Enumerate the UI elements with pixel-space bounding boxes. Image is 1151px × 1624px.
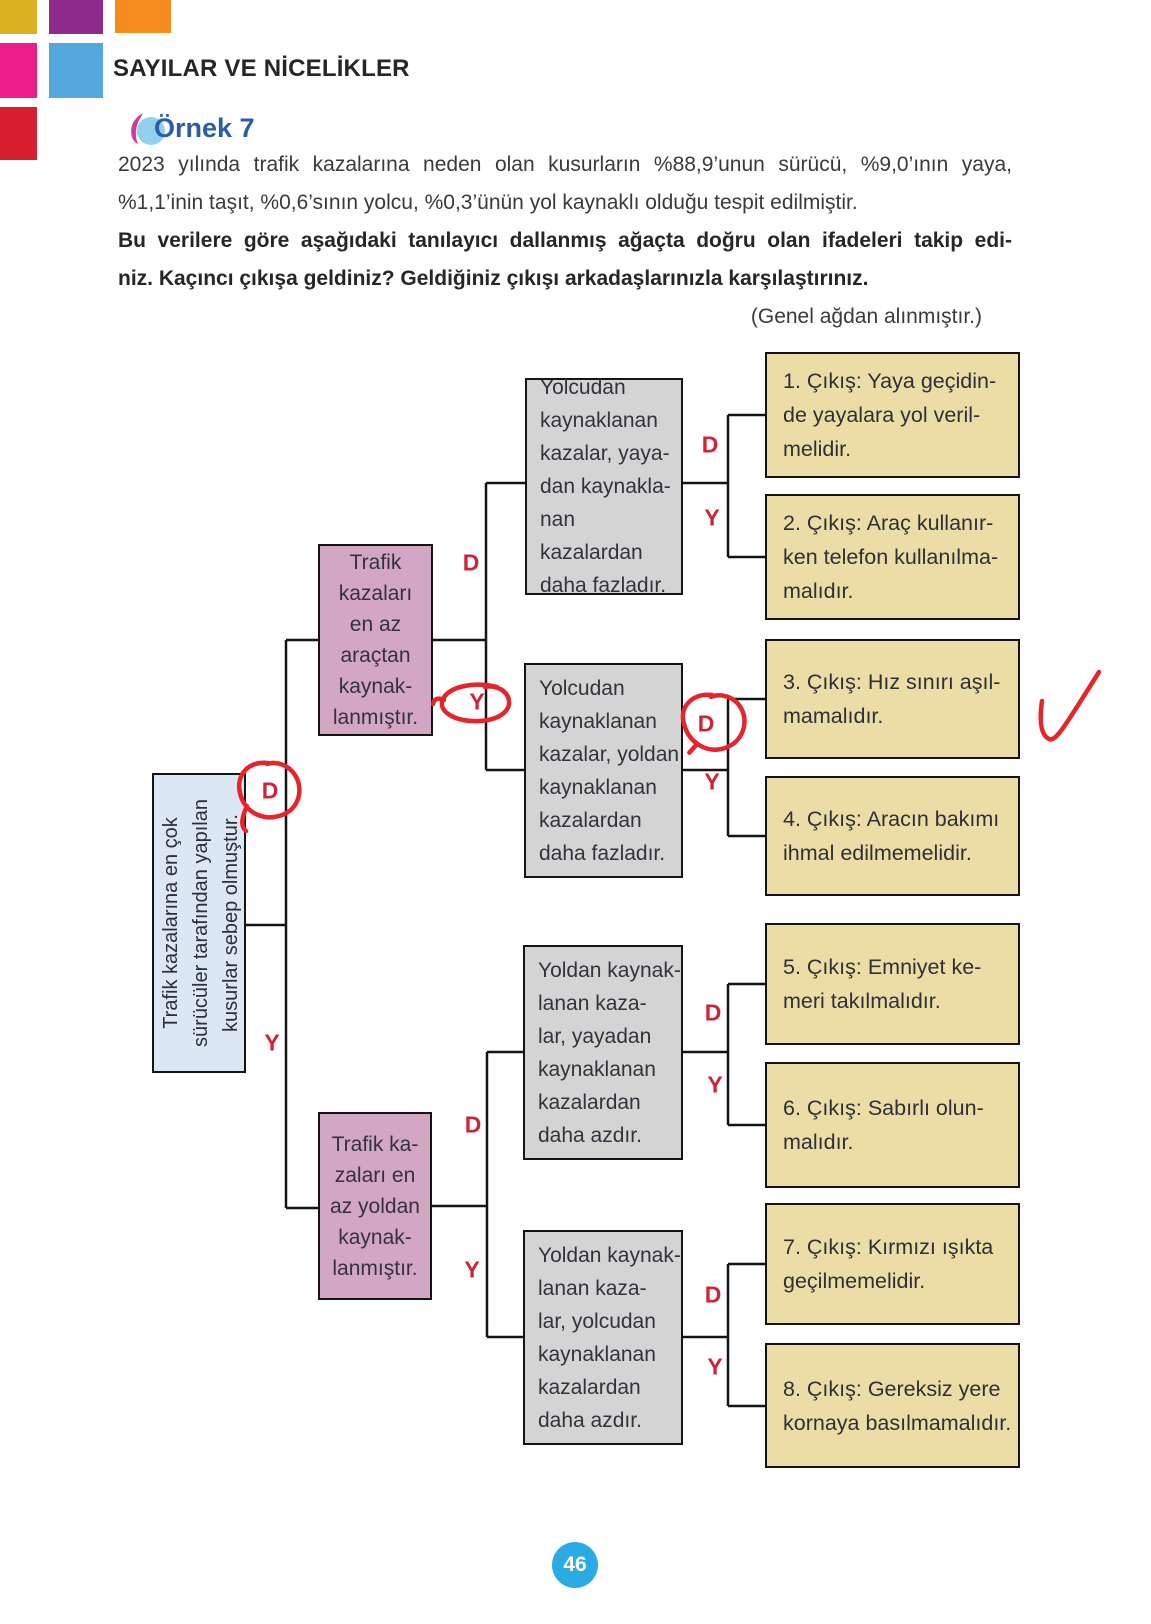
- section-title: SAYILAR VE NİCELİKLER: [113, 55, 410, 82]
- output-box-4-text: 4. Çıkış: Aracın bakımı ihmal edilmemeli…: [783, 807, 1000, 865]
- node-question-2-text: Yolcudan kaynaklanan kazalar, yoldan kay…: [539, 676, 680, 865]
- branch-label-d-question1: D: [701, 431, 719, 458]
- node-root-text: Trafik kazalarına en çok sürücüler taraf…: [160, 799, 242, 1047]
- output-box-2-text: 2. Çıkış: Araç kullanır- ken telefon kul…: [783, 511, 999, 603]
- example-label: Örnek 7: [154, 113, 255, 143]
- page-number-badge: 46: [552, 1542, 598, 1588]
- annotation-checkmark: [1038, 669, 1102, 742]
- branch-label-y-top: Y: [469, 688, 485, 715]
- output-box-4: 4. Çıkış: Aracın bakımı ihmal edilmemeli…: [765, 776, 1020, 896]
- example-heading: Örnek 7: [128, 109, 428, 149]
- branch-label-d-top: D: [462, 549, 480, 576]
- output-box-3: 3. Çıkış: Hız sınırı aşıl- mamalıdır.: [765, 639, 1020, 759]
- output-box-6: 6. Çıkış: Sabırlı olun- malıdır.: [765, 1062, 1020, 1188]
- branch-label-y-question1: Y: [704, 504, 720, 531]
- branch-label-d-question2: D: [697, 710, 715, 737]
- branch-label-d-question4: D: [704, 1281, 722, 1308]
- branch-label-d-bottom: D: [464, 1111, 482, 1138]
- output-box-8: 8. Çıkış: Gereksiz yere kornaya basılmam…: [765, 1343, 1020, 1468]
- output-box-3-text: 3. Çıkış: Hız sınırı aşıl- mamalıdır.: [783, 670, 1001, 728]
- output-box-5-text: 5. Çıkış: Emniyet ke- meri takılmalıdır.: [783, 955, 982, 1013]
- node-question-4-text: Yoldan kaynak- lanan kaza- lar, yolcudan…: [538, 1243, 681, 1432]
- branch-label-y-question3: Y: [707, 1071, 723, 1098]
- deco-square-pink: [0, 43, 37, 98]
- branch-label-y-bottom: Y: [464, 1256, 480, 1283]
- branch-label-d-root: D: [261, 777, 279, 804]
- output-box-2: 2. Çıkış: Araç kullanır- ken telefon kul…: [765, 494, 1020, 620]
- node-branch-bottom-text: Trafik ka- zaları en az yoldan kaynak- l…: [330, 1132, 420, 1280]
- output-box-7: 7. Çıkış: Kırmızı ışıkta geçilmemelidir.: [765, 1203, 1020, 1325]
- deco-square-red: [0, 107, 37, 160]
- intro-line: niz. Kaçıncı çıkışa geldiniz? Geldiğiniz…: [118, 267, 869, 290]
- output-box-6-text: 6. Çıkış: Sabırlı olun- malıdır.: [783, 1096, 984, 1154]
- output-box-5: 5. Çıkış: Emniyet ke- meri takılmalıdır.: [765, 923, 1020, 1045]
- output-box-8-text: 8. Çıkış: Gereksiz yere kornaya basılmam…: [783, 1376, 1012, 1435]
- deco-square-blue: [49, 43, 103, 98]
- branch-label-y-root: Y: [264, 1029, 280, 1056]
- example-drop-icon: [131, 113, 165, 145]
- output-box-1-text: 1. Çıkış: Yaya geçidin- de yayalara yol …: [783, 369, 997, 461]
- branch-label-d-question3: D: [704, 999, 722, 1026]
- source-note: (Genel ağdan alınmıştır.): [750, 305, 982, 328]
- node-question-1-text: Yolcudan kaynaklanan kazalar, yaya- dan …: [540, 376, 671, 597]
- intro-line: Bu verilere göre aşağıdaki tanılayıcı da…: [118, 229, 1012, 252]
- intro-paragraph: 2023 yılında trafik kazalarına neden ola…: [118, 146, 1012, 336]
- node-question-1: Yolcudan kaynaklanan kazalar, yaya- dan …: [525, 376, 683, 597]
- intro-line: %1,1’inin taşıt, %0,6’sının yolcu, %0,3’…: [118, 191, 858, 214]
- node-question-2: Yolcudan kaynaklanan kazalar, yoldan kay…: [524, 663, 683, 878]
- node-question-3-text: Yoldan kaynak- lanan kaza- lar, yayadan …: [538, 958, 681, 1147]
- deco-square-yellow: [0, 0, 37, 34]
- deco-square-orange: [115, 0, 171, 33]
- output-box-1: 1. Çıkış: Yaya geçidin- de yayalara yol …: [765, 352, 1020, 478]
- node-question-4: Yoldan kaynak- lanan kaza- lar, yolcudan…: [523, 1230, 683, 1445]
- deco-square-purple: [49, 0, 103, 34]
- node-root: Trafik kazalarına en çok sürücüler taraf…: [152, 773, 246, 1073]
- node-branch-bottom: Trafik ka- zaları en az yoldan kaynak- l…: [318, 1112, 432, 1300]
- output-box-7-text: 7. Çıkış: Kırmızı ışıkta geçilmemelidir.: [783, 1235, 994, 1293]
- node-branch-top: Trafik kazaları en az araçtan kaynak- la…: [318, 544, 433, 736]
- intro-line: 2023 yılında trafik kazalarına neden ola…: [118, 153, 1012, 176]
- branch-label-y-question2: Y: [704, 768, 720, 795]
- node-branch-top-text: Trafik kazaları en az araçtan kaynak- la…: [332, 551, 419, 729]
- branch-label-y-question4: Y: [707, 1353, 723, 1380]
- node-question-3: Yoldan kaynak- lanan kaza- lar, yayadan …: [523, 945, 683, 1160]
- page-number: 46: [563, 1553, 587, 1576]
